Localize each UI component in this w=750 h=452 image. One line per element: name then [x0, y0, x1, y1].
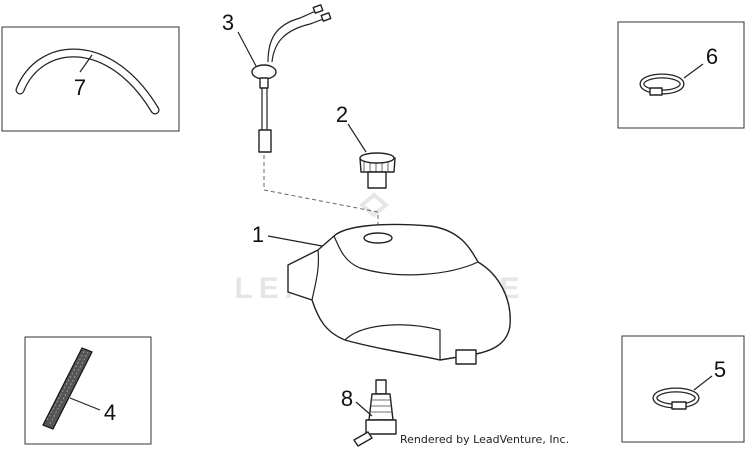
tank-body — [287, 223, 511, 361]
part-4-group[interactable]: 4 — [24, 336, 152, 445]
assembly-line — [263, 155, 379, 228]
leader-4 — [69, 397, 101, 411]
sender-filter — [258, 129, 272, 153]
leader-6 — [683, 63, 704, 79]
wire-1 — [267, 9, 319, 63]
tank-lower-edge — [344, 324, 441, 360]
cap-knurl — [363, 158, 389, 172]
tank-filler-neck — [363, 232, 393, 244]
leader-2 — [347, 123, 367, 153]
valve-body — [368, 393, 394, 421]
sender-grommet — [251, 64, 277, 80]
part-6-box — [617, 21, 745, 129]
tank-side-edge — [311, 249, 320, 301]
clamp-tab-5 — [671, 401, 687, 410]
foam-texture — [46, 349, 89, 425]
valve-outlet-nozzle — [353, 431, 373, 447]
leader-8 — [355, 401, 373, 417]
valve-top-stem — [375, 379, 387, 395]
valve-lever-base — [365, 419, 397, 435]
part-3-group[interactable]: 3 — [222, 4, 332, 153]
valve-threads — [370, 399, 392, 413]
tank-outlet-boss — [455, 349, 477, 365]
sender-neck — [259, 77, 269, 89]
callout-5: 5 — [714, 357, 726, 382]
part-5-group[interactable]: 5 — [621, 335, 745, 443]
hose-fill — [16, 49, 159, 114]
leader-3 — [237, 31, 257, 67]
cap-stem — [367, 171, 387, 189]
credit-text: Rendered by LeadVenture, Inc. — [400, 433, 569, 446]
foam-strip — [42, 347, 93, 430]
callout-8: 8 — [341, 386, 353, 411]
cap-rim — [359, 152, 395, 164]
part-8-group[interactable]: 8 — [341, 379, 397, 447]
part-7-group[interactable]: 7 — [1, 26, 180, 132]
clamp-screw-6 — [649, 87, 663, 96]
wire-terminal-2 — [320, 12, 332, 22]
part-7-box — [1, 26, 180, 132]
callout-7: 7 — [74, 75, 86, 100]
leader-1 — [267, 235, 323, 247]
callout-4: 4 — [104, 400, 116, 425]
callout-6: 6 — [706, 44, 718, 69]
part-2-group[interactable]: 2 — [336, 102, 396, 189]
tank-top-edge — [333, 235, 479, 276]
leader-7 — [79, 54, 93, 73]
part-6-group[interactable]: 6 — [617, 21, 745, 129]
leader-5 — [693, 375, 713, 391]
wire-terminal-1 — [312, 4, 324, 14]
callout-2: 2 — [336, 102, 348, 127]
callout-3: 3 — [222, 10, 234, 35]
callout-1: 1 — [252, 222, 264, 247]
wire-2 — [271, 17, 327, 63]
part-1-group[interactable]: 1 — [252, 222, 511, 365]
